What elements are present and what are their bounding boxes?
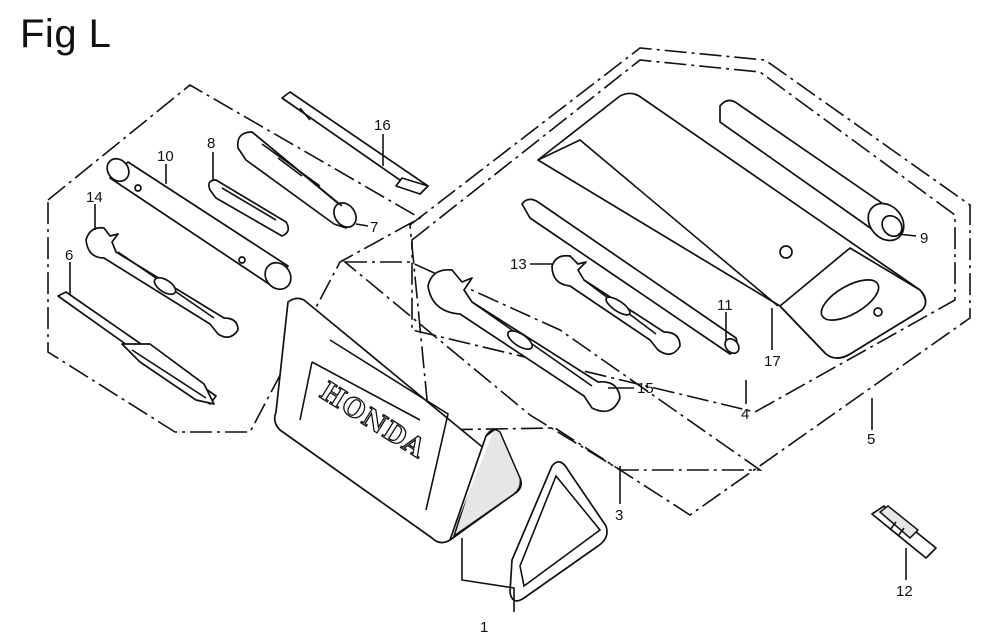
group-outline-4 [411, 59, 956, 413]
part-1-end-cap [509, 461, 608, 602]
part-15-wrench [427, 268, 621, 413]
part-3-tool-case: HONDA [273, 297, 522, 544]
callout-16: 16 [374, 117, 391, 134]
callout-9: 9 [920, 230, 928, 247]
callout-11: 11 [717, 297, 733, 314]
part-16-screwdriver [281, 91, 429, 195]
part-9-socket [719, 99, 905, 242]
callout-3: 3 [615, 507, 623, 524]
callout-labels: 16 7 8 10 14 6 9 11 13 15 17 4 5 3 12 1 [65, 117, 928, 636]
callout-1: 1 [480, 619, 488, 636]
callout-13: 13 [510, 256, 527, 273]
part-12-spark-plug [871, 505, 937, 559]
group-outline-3 [342, 261, 763, 471]
leader-lines [69, 134, 917, 612]
part-11-bar [521, 198, 740, 355]
callout-14: 14 [86, 189, 103, 206]
callout-10: 10 [157, 148, 174, 165]
part-10-box-wrench [106, 157, 292, 291]
part-6-screwdriver [57, 291, 217, 405]
callout-7: 7 [370, 219, 378, 236]
callout-6: 6 [65, 247, 73, 264]
callout-5: 5 [867, 431, 875, 448]
part-13-wrench [551, 254, 681, 355]
callout-4: 4 [741, 406, 749, 423]
part-8-grip [208, 179, 290, 237]
callout-12: 12 [896, 583, 913, 600]
group-outline-5 [409, 47, 971, 516]
part-7-handle [236, 131, 357, 229]
callout-15: 15 [637, 380, 654, 397]
part-14-wrench [85, 226, 239, 339]
callout-8: 8 [207, 135, 215, 152]
part-4-tool-bag [537, 92, 927, 359]
figure-title: Fig L [20, 12, 112, 56]
callout-17: 17 [764, 353, 781, 370]
